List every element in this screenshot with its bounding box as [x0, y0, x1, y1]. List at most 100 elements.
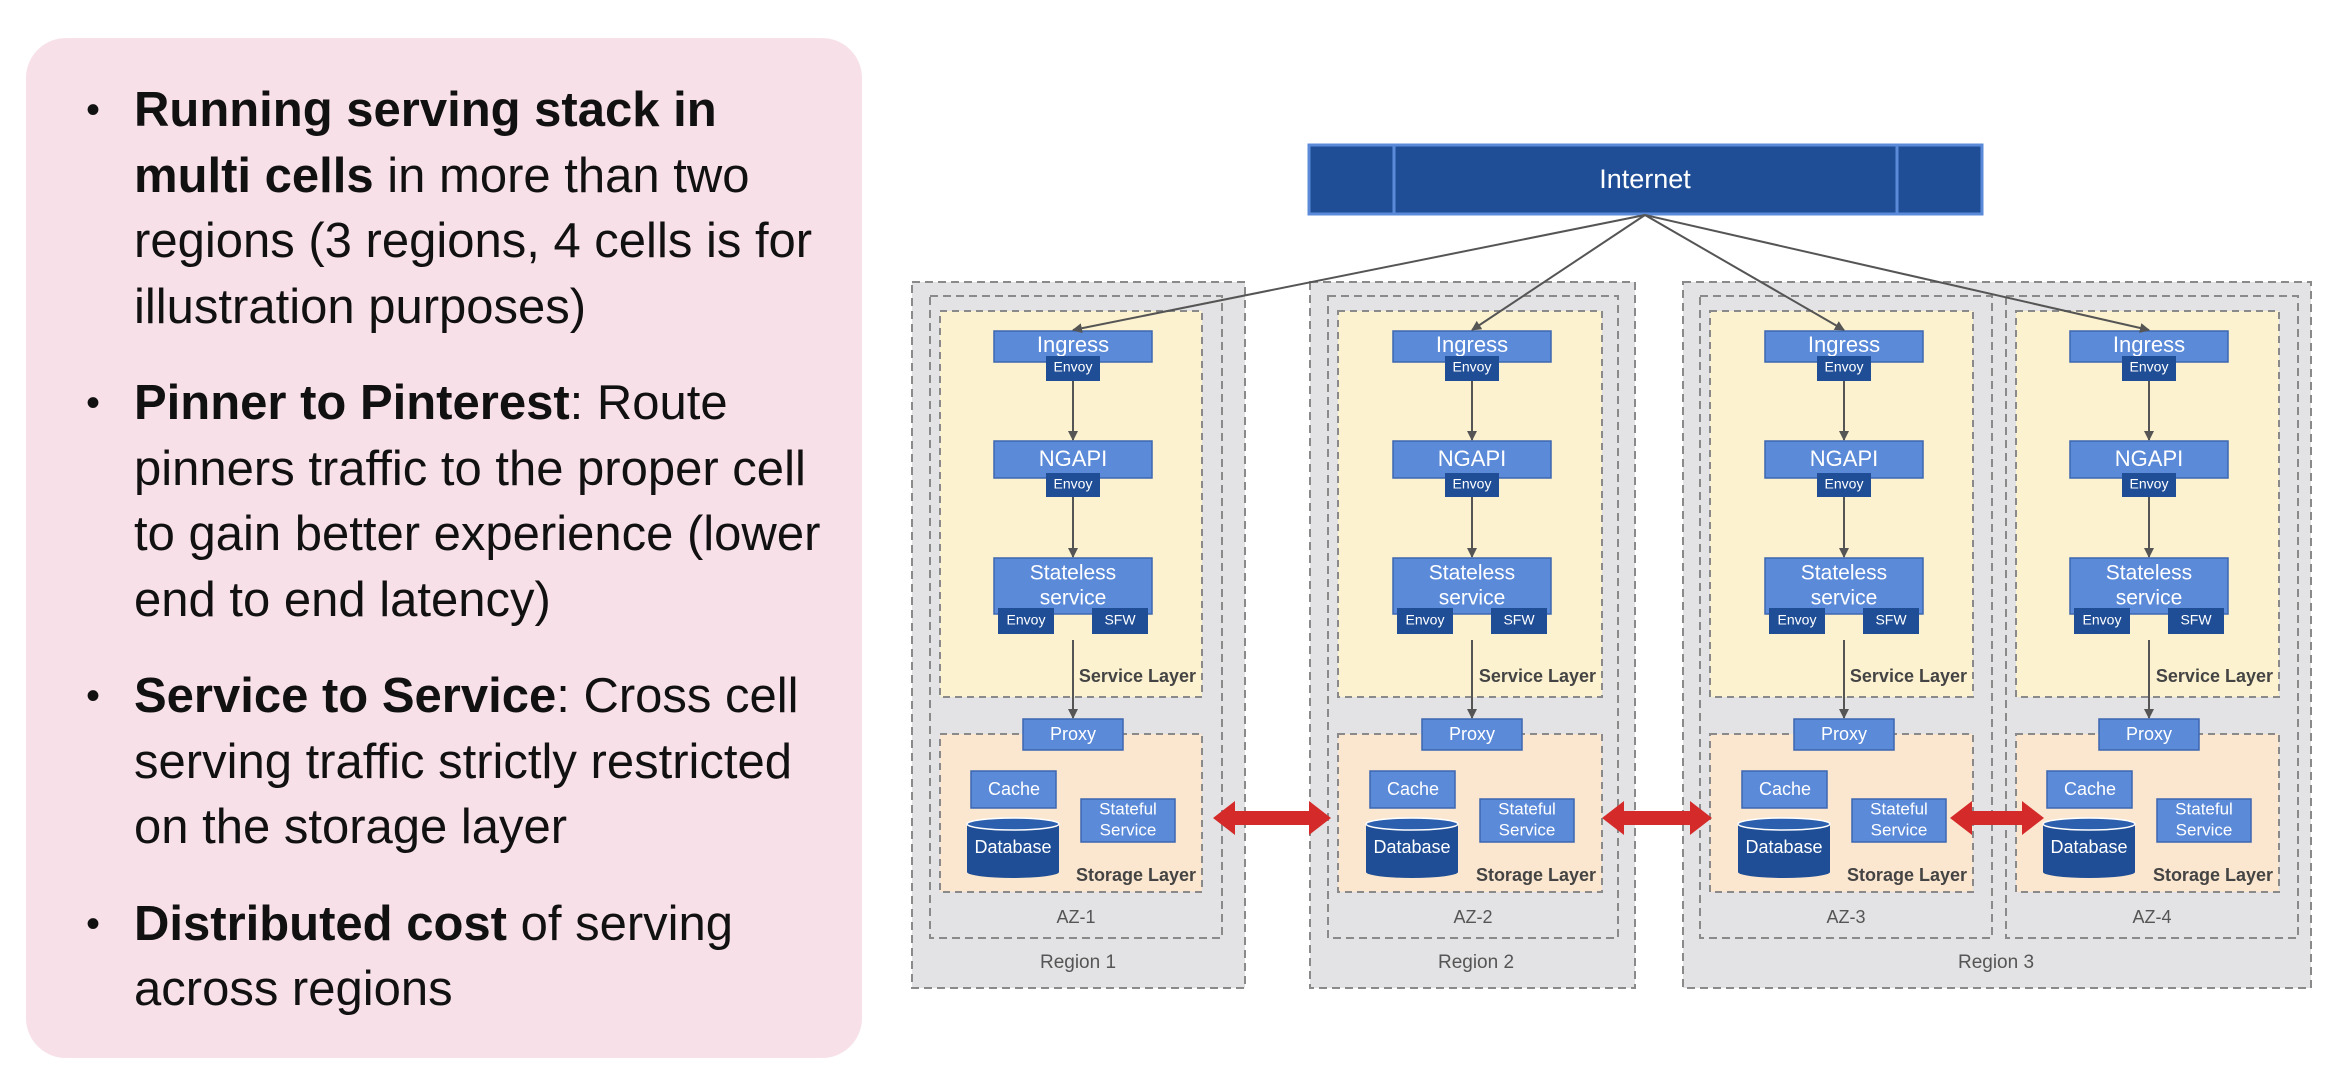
bullet-distributed-cost: • Distributed cost of serving across regi…	[26, 892, 862, 1023]
cache-box	[1369, 770, 1456, 809]
proxy-label: Proxy	[1821, 724, 1867, 744]
ingress-envoy-label: Envoy	[2130, 359, 2169, 375]
az-label: AZ-1	[1056, 907, 1095, 927]
proxy-box	[1022, 718, 1124, 751]
database-bottom	[2043, 866, 2135, 878]
proxy-box	[1421, 718, 1523, 751]
cache-box	[970, 770, 1057, 809]
internet-bar: Internet	[1307, 143, 1984, 216]
storage-layer-label: Storage Layer	[1847, 865, 1967, 885]
proxy-box	[2098, 718, 2200, 751]
stateful-service-box	[2156, 798, 2252, 843]
ngapi-label: NGAPI	[2115, 446, 2183, 471]
ngapi-envoy-label: Envoy	[1825, 476, 1864, 492]
database-label: Database	[974, 837, 1051, 857]
stateful-service-label: Service	[1100, 820, 1157, 839]
ingress-envoy-box	[1817, 356, 1871, 381]
cache-label: Cache	[988, 779, 1040, 799]
ingress-label: Ingress	[1037, 332, 1109, 357]
stateless-service-label: Stateless	[2106, 562, 2192, 585]
proxy-label: Proxy	[1449, 724, 1495, 744]
ngapi-envoy-box	[1046, 473, 1100, 497]
az-label: AZ-3	[1826, 907, 1865, 927]
database-body	[967, 824, 1059, 872]
az-label: AZ-2	[1453, 907, 1492, 927]
bullet-pinner-to-pinterest: •Pinner to Pinterest: Route pinners traf…	[26, 371, 862, 633]
internet-box	[1307, 143, 1984, 216]
service-layer-label: Service Layer	[1850, 666, 1967, 686]
ingress-label: Ingress	[2113, 332, 2185, 357]
stateful-service-box	[1080, 798, 1176, 843]
storage-layer-label: Storage Layer	[2153, 865, 2273, 885]
bullet-text: in more than two regions (3 regions, 4 c…	[134, 148, 813, 334]
region-label: Region 3	[1958, 952, 2034, 973]
ngapi-envoy-label: Envoy	[1453, 476, 1492, 492]
service-layer-label: Service Layer	[1079, 666, 1196, 686]
internet-link-arrow	[1072, 214, 1646, 334]
stateful-service-box	[1479, 798, 1575, 843]
bullet-text: : Cross cell serving traffic strictly re…	[134, 669, 799, 854]
database-body	[1366, 824, 1458, 872]
stateless-service-box	[1764, 557, 1924, 615]
ngapi-label: NGAPI	[1810, 446, 1878, 471]
ngapi-envoy-box	[2122, 473, 2176, 497]
storage-layer-label: Storage Layer	[1076, 865, 1196, 885]
ngapi-box	[1392, 440, 1552, 479]
region-label: Region 1	[1040, 952, 1116, 973]
ingress-envoy-box	[1046, 356, 1100, 381]
region-label: Region 2	[1438, 952, 1514, 973]
bullet-text: of serving across regions	[134, 896, 734, 1017]
bullet-bold: Pinner to Pinterest	[134, 376, 570, 430]
az-label: AZ-4	[2132, 907, 2171, 927]
bullet-dot: •	[86, 901, 101, 946]
stateless-service-box	[993, 557, 1153, 615]
ngapi-envoy-box	[1817, 473, 1871, 497]
stateless-envoy-label: Envoy	[1778, 612, 1817, 628]
stateful-service-label: Service	[1499, 820, 1556, 839]
sfw-box	[2168, 608, 2224, 634]
cache-label: Cache	[1759, 779, 1811, 799]
ingress-label: Ingress	[1808, 332, 1880, 357]
ngapi-label: NGAPI	[1438, 446, 1506, 471]
ngapi-box	[993, 440, 1153, 479]
ingress-box	[1392, 330, 1552, 363]
database-top	[966, 817, 1060, 831]
stateful-service-box	[1851, 798, 1947, 843]
database-body	[1738, 824, 1830, 872]
cross-cell-arrow	[1213, 801, 1331, 835]
stateful-service-label: Stateful	[1099, 799, 1157, 818]
stateful-service-label: Stateful	[1498, 799, 1556, 818]
sfw-box	[1092, 608, 1148, 634]
stateless-service-label: service	[1040, 587, 1107, 610]
bullet-bold: Distributed cost	[134, 896, 507, 951]
stateful-service-label: Stateful	[2175, 799, 2233, 818]
bullet-list: •Running serving stack in multi cells in…	[26, 78, 862, 1054]
database-top	[1365, 817, 1459, 831]
cache-label: Cache	[2064, 779, 2116, 799]
storage-layer-label: Storage Layer	[1476, 865, 1596, 885]
stateful-service-label: Service	[1871, 820, 1928, 839]
stateless-envoy-box	[1397, 608, 1453, 634]
sfw-label: SFW	[1875, 612, 1907, 628]
database-bottom	[1366, 866, 1458, 878]
ngapi-box	[1764, 440, 1924, 479]
stateless-envoy-label: Envoy	[1007, 612, 1046, 628]
ingress-label: Ingress	[1436, 332, 1508, 357]
ngapi-label: NGAPI	[1039, 446, 1107, 471]
bullet-text: : Route pinners traffic to the proper ce…	[134, 376, 821, 627]
ingress-envoy-box	[2122, 356, 2176, 381]
stateful-service-label: Service	[2176, 820, 2233, 839]
ingress-envoy-box	[1445, 356, 1499, 381]
stateless-envoy-label: Envoy	[2083, 612, 2122, 628]
cache-box	[1741, 770, 1828, 809]
stateless-service-label: Stateless	[1801, 562, 1887, 585]
proxy-label: Proxy	[1050, 724, 1096, 744]
database-label: Database	[1373, 837, 1450, 857]
cross-cell-arrow	[1602, 801, 1712, 835]
stateful-service-label: Stateful	[1870, 799, 1928, 818]
